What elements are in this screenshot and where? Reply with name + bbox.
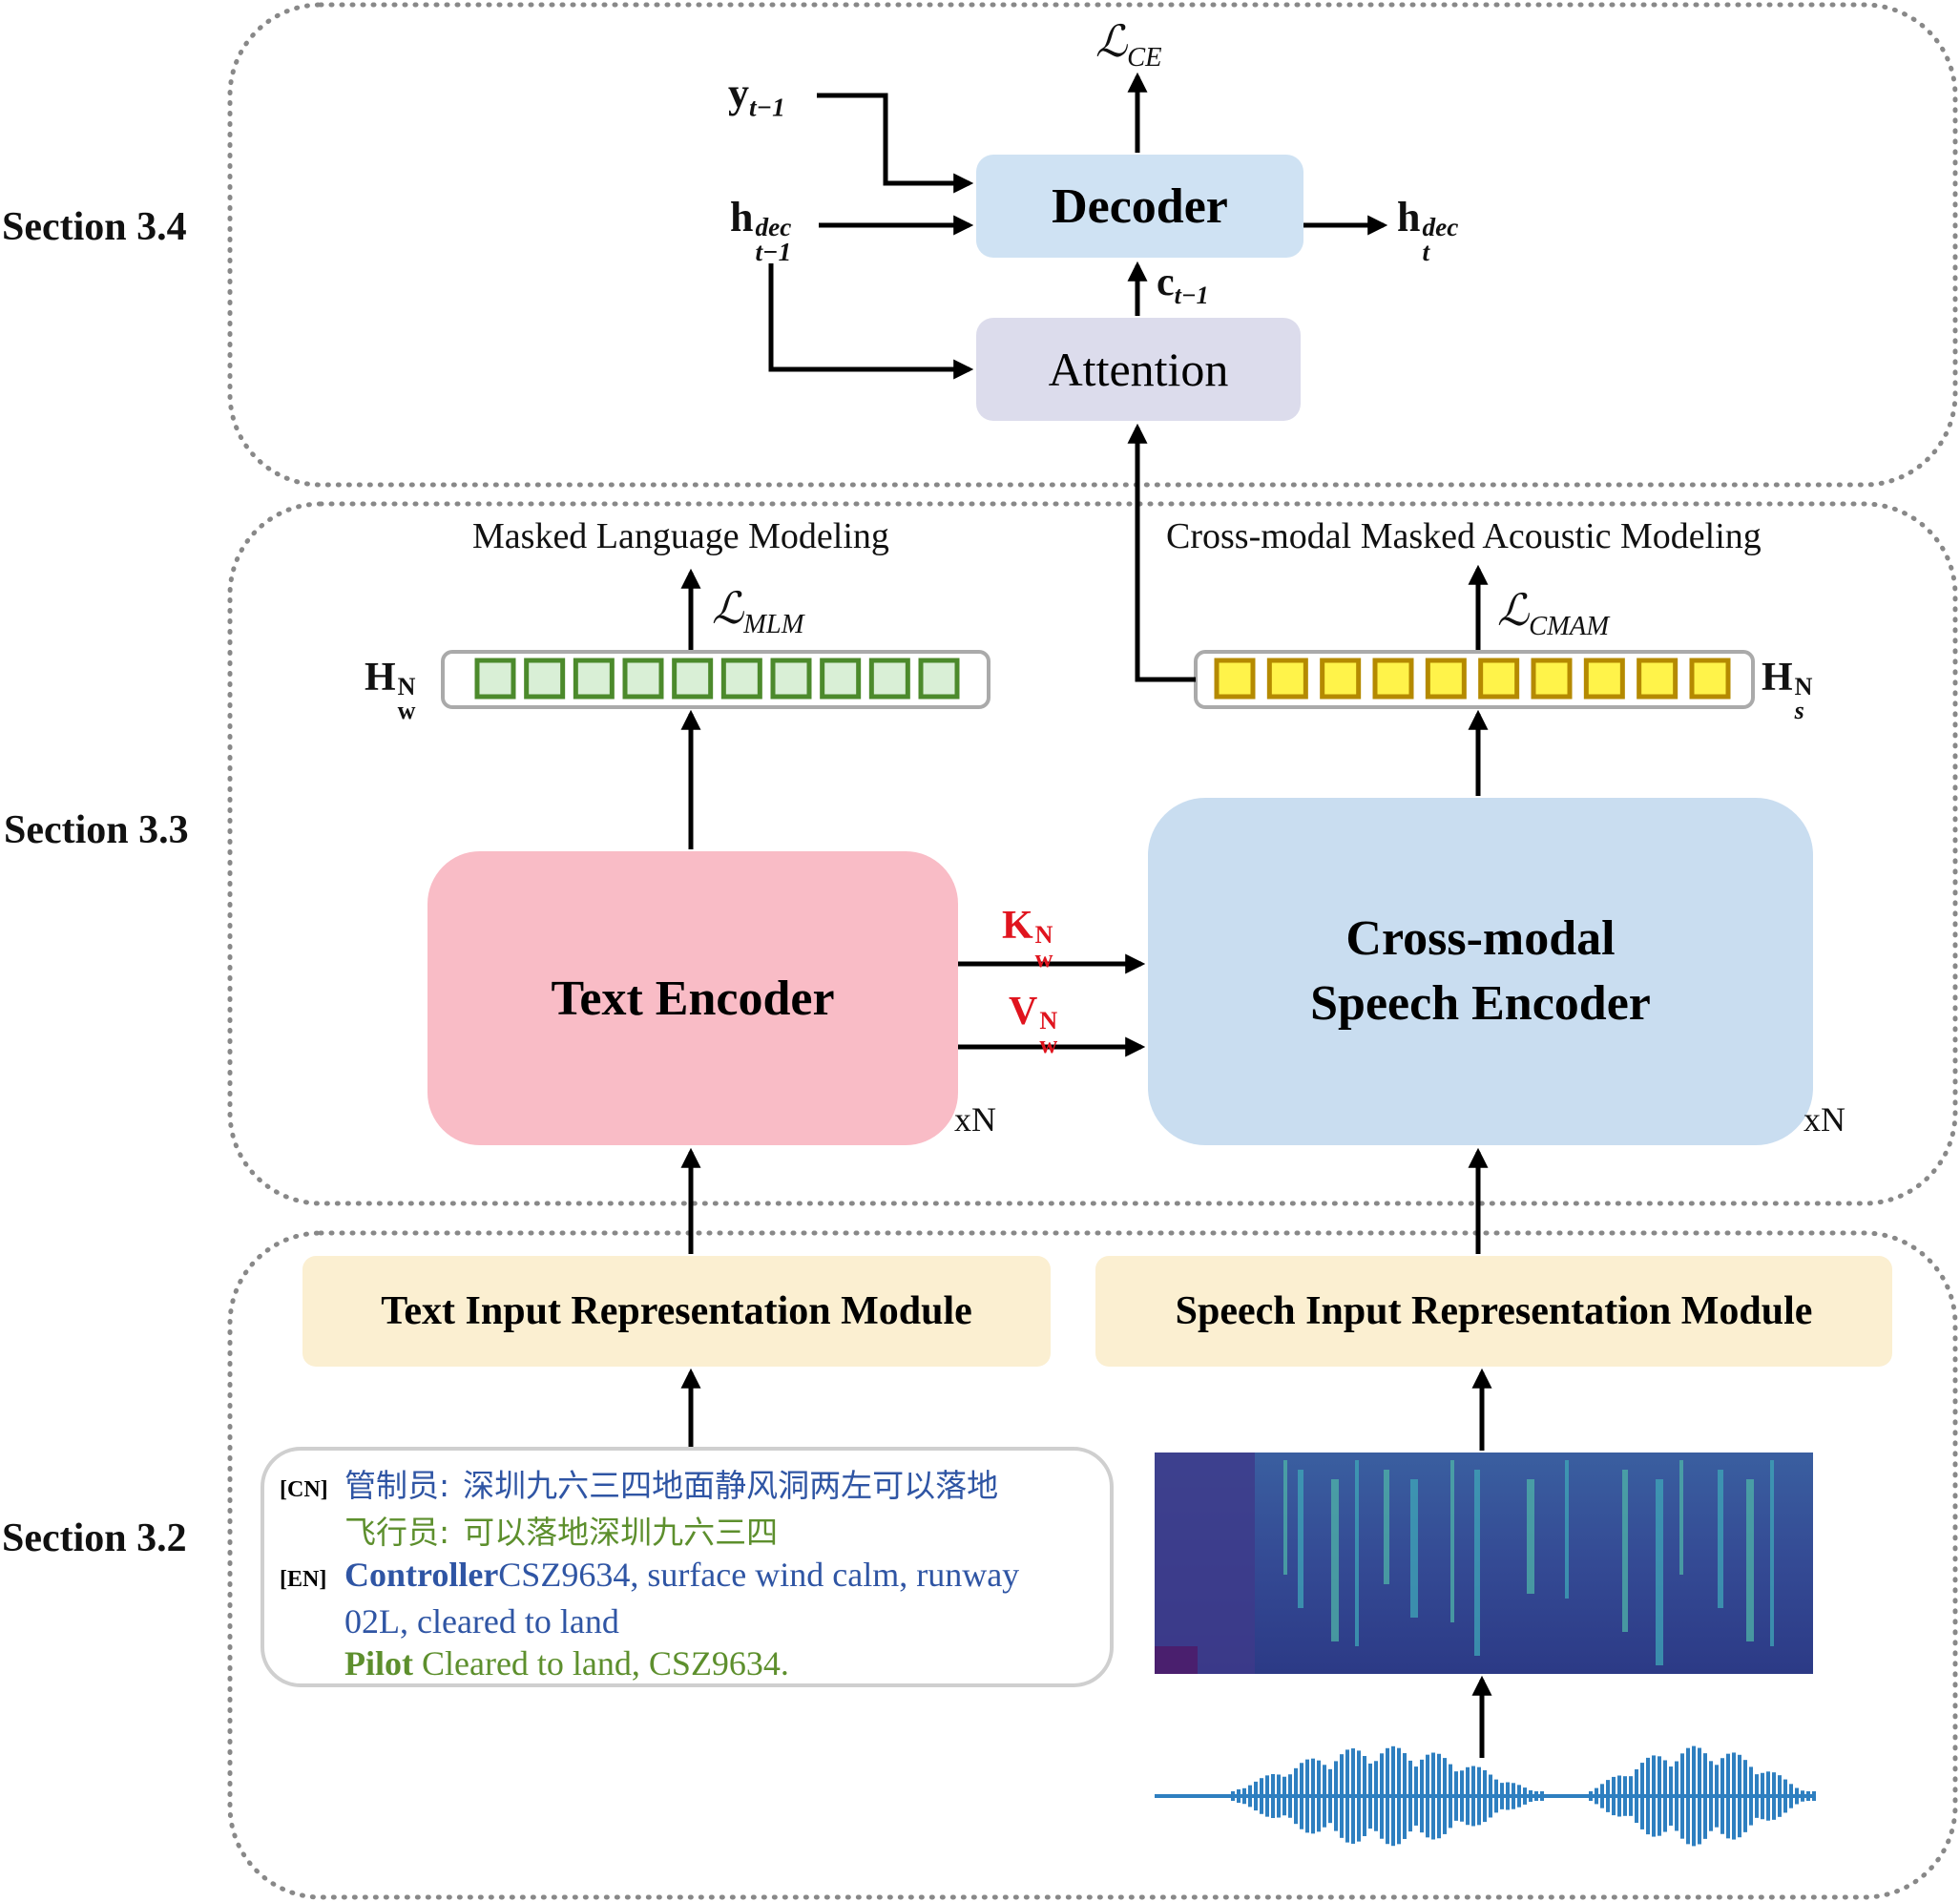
text-token [524,658,566,700]
text-encoder-label: Text Encoder [551,971,835,1026]
spectrogram-image [1155,1453,1813,1674]
en-pilot-text: Cleared to land, CSZ9634. [421,1644,789,1683]
speech-token [1637,658,1679,700]
loss-cmam-label: ℒCMAM [1497,586,1610,641]
arrow-hs-to-attention [1127,423,1196,682]
text-token [820,658,862,700]
en-controller-role: Controller [344,1556,499,1594]
text-input-module-box [302,1256,1051,1367]
text-token [672,658,714,700]
arrow-h-to-attention [768,263,974,380]
en-controller-text-2: 02L, cleared to land [344,1602,619,1641]
text-token [622,658,664,700]
attention-box [976,318,1301,421]
cn-controller-line: [CN] 管制员: 深圳九六三四地面静风洞两左可以落地 [280,1464,1100,1511]
cn-tag: [CN] [280,1477,328,1502]
speech-token-group [1214,658,1731,700]
cn-pilot-role: 飞行员: [344,1514,450,1551]
speech-encoder-line2: Speech Encoder [1310,976,1651,1031]
cn-pilot-text: 可以落地深圳九六三四 [463,1514,779,1551]
loss-ce-label: ℒCE [1095,17,1162,73]
speech-token [1583,658,1625,700]
speech-token [1531,658,1573,700]
en-pilot-role: Pilot [344,1644,413,1683]
en-controller-line-2: 02L, cleared to land [280,1600,1100,1642]
repeat-right-label: xN [1804,1100,1845,1139]
speech-token [1425,658,1467,700]
speech-token [1266,658,1308,700]
transcript-box [261,1447,1114,1687]
text-token [868,658,910,700]
speech-encoder-box [1148,798,1813,1145]
text-token [573,658,615,700]
speech-token [1689,658,1731,700]
cn-controller-text: 深圳九六三四地面静风洞两左可以落地 [463,1467,999,1504]
cn-pilot-line: 飞行员: 可以落地深圳九六三四 [280,1511,1100,1554]
en-tag: [EN] [280,1567,327,1592]
speech-token [1320,658,1362,700]
cmam-title: Cross-modal Masked Acoustic Modeling [1166,516,1762,556]
section-3-3-label: Section 3.3 [4,808,189,852]
section-3-2-label: Section 3.2 [2,1516,187,1560]
section-3-2-container [227,1230,1958,1900]
speech-encoder-label: Cross-modal Speech Encoder [1148,798,1813,1145]
en-pilot-line: Pilot Cleared to land, CSZ9634. [280,1642,1100,1684]
mlm-title: Masked Language Modeling [472,516,889,556]
text-encoder-box [427,851,958,1145]
section-3-4-container [227,2,1958,488]
loss-mlm-label: ℒMLM [712,584,804,639]
transcript-content: [CN] 管制员: 深圳九六三四地面静风洞两左可以落地 飞行员: 可以落地深圳九六三四… [280,1464,1100,1684]
repeat-left-label: xN [954,1100,996,1139]
en-controller-text: CSZ9634, surface wind calm, runway [498,1556,1020,1594]
section-3-3-container [227,501,1958,1206]
y-prev-label: yt−1 [728,70,785,122]
audio-waveform-image [1155,1745,1816,1847]
text-token [474,658,516,700]
text-token-group [474,658,960,700]
attention-label: Attention [1048,343,1229,396]
cn-controller-role: 管制员: [344,1467,450,1504]
en-controller-line: [EN] ControllerCSZ9634, surface wind calm… [280,1554,1100,1600]
speech-input-module-box [1095,1256,1892,1367]
speech-token [1478,658,1520,700]
decoder-label: Decoder [1052,178,1228,234]
speech-encoder-line1: Cross-modal [1345,911,1616,967]
arrow-y-to-decoder [817,93,974,194]
speech-token [1372,658,1414,700]
speech-token [1214,658,1256,700]
text-input-module-label: Text Input Representation Module [381,1289,972,1333]
section-3-4-label: Section 3.4 [2,205,187,249]
c-prev-label: ct−1 [1157,261,1209,310]
speech-input-module-label: Speech Input Representation Module [1175,1289,1813,1333]
text-token [918,658,960,700]
text-token [720,658,762,700]
text-token [770,658,812,700]
decoder-box [976,155,1303,258]
